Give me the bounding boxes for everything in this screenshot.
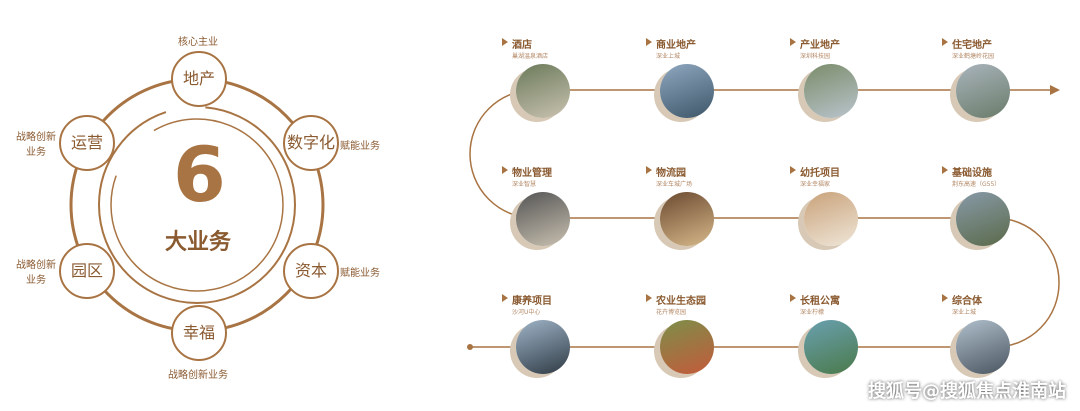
project-item: 康养项目沙河U中心 (502, 292, 552, 316)
project-item: 酒店巢湖温泉酒店 (502, 36, 549, 60)
project-item: 幼托项目深业幸福家 (790, 164, 840, 188)
project-name: 产业地产 (800, 40, 840, 51)
project-name: 康养项目 (512, 296, 552, 307)
project-item: 住宅地产深业鹤塘岭花园 (942, 36, 995, 60)
project-photo (516, 192, 570, 246)
node-real-estate: 地产 (171, 51, 227, 107)
project-location: 深圳科技园 (800, 53, 831, 60)
project-item: 农业生态园花卉博览园 (646, 292, 706, 316)
triangle-icon (646, 38, 652, 46)
project-location: 深业幸福家 (800, 181, 831, 188)
note-operation: 战略创新业务 (16, 132, 56, 158)
project-photo (804, 192, 858, 246)
project-item: 基础设施荆东高速（G55） (942, 164, 1001, 188)
project-item: 长租公寓深业柠檬 (790, 292, 840, 316)
triangle-icon (502, 38, 508, 46)
triangle-icon (502, 294, 508, 302)
project-location: 深业鹤塘岭花园 (952, 53, 995, 60)
node-operation: 运营 (59, 115, 115, 171)
note-happiness: 战略创新业务 (168, 370, 228, 381)
watermark: 搜狐号@搜狐焦点淮南站 (868, 381, 1066, 402)
center-number: 6 (173, 130, 226, 219)
project-item: 物流园深业车城广场 (646, 164, 693, 188)
project-location: 深业柠檬 (800, 309, 825, 316)
project-name: 综合体 (952, 296, 982, 307)
project-location: 荆东高速（G55） (952, 181, 1001, 188)
project-location: 深业智慧 (512, 181, 537, 188)
project-name: 住宅地产 (952, 40, 992, 51)
project-item: 产业地产深圳科技园 (790, 36, 840, 60)
center-label: 大业务 (165, 230, 232, 255)
node-digital: 数字化 (283, 115, 339, 171)
project-item: 物业管理深业智慧 (502, 164, 552, 188)
project-item: 综合体深业上城 (942, 292, 982, 316)
project-name: 商业地产 (656, 40, 696, 51)
project-photo (516, 64, 570, 118)
node-happiness: 幸福 (171, 305, 227, 361)
note-digital: 赋能业务 (340, 141, 380, 152)
triangle-icon (646, 294, 652, 302)
triangle-icon (502, 166, 508, 174)
triangle-icon (790, 294, 796, 302)
project-location: 沙河U中心 (512, 309, 541, 316)
project-photo (660, 192, 714, 246)
triangle-icon (942, 166, 948, 174)
node-park: 园区 (59, 243, 115, 299)
project-name: 基础设施 (952, 168, 992, 179)
project-name: 酒店 (512, 40, 532, 51)
project-photo (804, 320, 858, 374)
project-name: 长租公寓 (800, 296, 840, 307)
project-location: 巢湖温泉酒店 (512, 53, 549, 60)
note-park: 战略创新业务 (16, 260, 56, 286)
triangle-icon (646, 166, 652, 174)
project-location: 深业车城广场 (656, 181, 693, 188)
project-location: 花卉博览园 (656, 309, 687, 316)
project-name: 物流园 (656, 168, 686, 179)
note-real-estate: 核心主业 (178, 37, 218, 48)
project-name: 农业生态园 (656, 296, 706, 307)
node-capital: 资本 (283, 243, 339, 299)
project-photo (804, 64, 858, 118)
project-location: 深业上城 (952, 309, 977, 316)
triangle-icon (942, 294, 948, 302)
project-photo (956, 192, 1010, 246)
triangle-icon (942, 38, 948, 46)
triangle-icon (790, 38, 796, 46)
project-item: 商业地产深业上城 (646, 36, 696, 60)
project-photo (956, 320, 1010, 374)
project-photo (660, 320, 714, 374)
note-capital: 赋能业务 (340, 268, 380, 279)
project-location: 深业上城 (656, 53, 681, 60)
project-name: 物业管理 (512, 168, 552, 179)
project-photo (516, 320, 570, 374)
project-name: 幼托项目 (800, 168, 840, 179)
triangle-icon (790, 166, 796, 174)
project-photo (660, 64, 714, 118)
project-photo (956, 64, 1010, 118)
